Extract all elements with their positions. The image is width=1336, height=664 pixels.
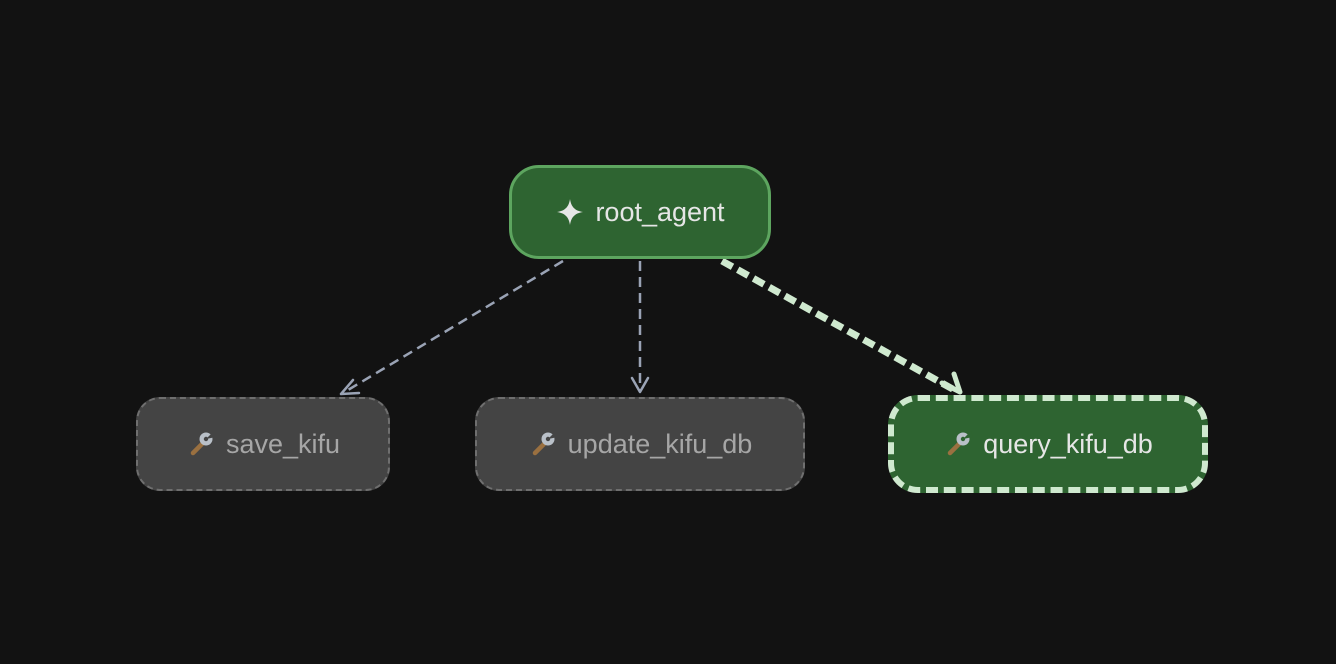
tool-node-update-kifu-db[interactable]: update_kifu_db <box>475 397 805 491</box>
tool-label: save_kifu <box>225 428 341 459</box>
tool-label: update_kifu_db <box>567 428 753 459</box>
tool-node-query-kifu-db[interactable]: query_kifu_db <box>888 395 1208 493</box>
tool-label: query_kifu_db <box>983 428 1153 459</box>
wrench-icon <box>943 429 974 459</box>
wrench-icon <box>528 429 558 459</box>
edge-root-to-update-kifu-db <box>630 261 650 394</box>
tool-node-save-kifu[interactable]: save_kifu <box>136 397 390 491</box>
edge-root-to-save-kifu <box>339 259 564 396</box>
sparkle-icon <box>555 197 585 227</box>
root-agent-node[interactable]: root_agent <box>509 165 771 259</box>
edge-arrowhead <box>630 376 650 394</box>
root-agent-label: root_agent <box>595 196 725 227</box>
edge-arrowhead <box>939 371 963 395</box>
edge-arrowhead <box>339 378 361 396</box>
edge-root-to-query-kifu-db <box>720 257 963 396</box>
wrench-icon <box>186 429 216 459</box>
